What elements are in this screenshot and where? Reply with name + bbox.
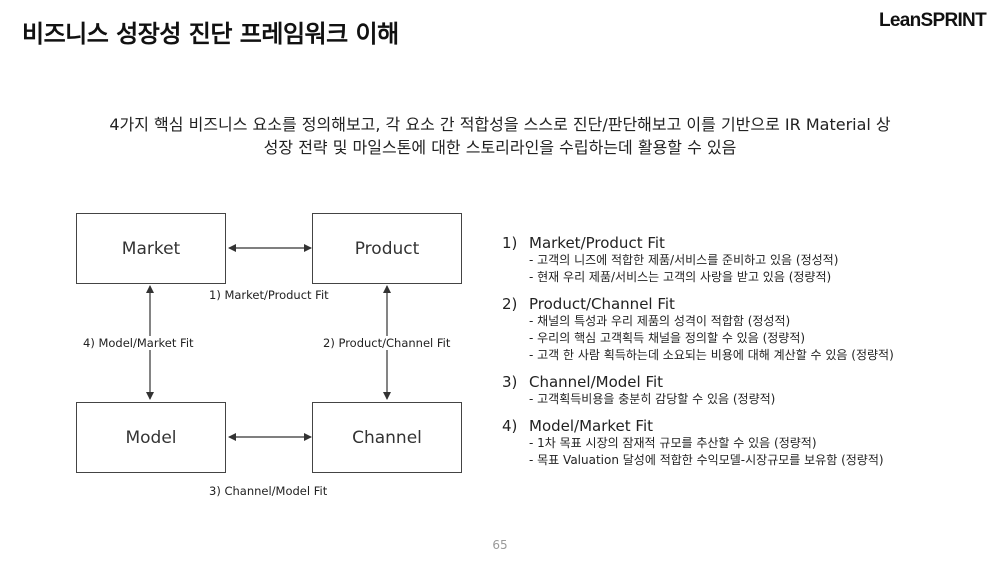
item-point: - 고객 한 사람 획득하는데 소요되는 비용에 대해 계산할 수 있음 (정량… — [529, 348, 894, 362]
list-item-2: 2) Product/Channel Fit - 채널의 특성과 우리 제품의 성… — [502, 295, 992, 364]
item-point: - 채널의 특성과 우리 제품의 성격이 적합함 (정성적) — [529, 314, 791, 328]
fit-list: 1) Market/Product Fit - 고객의 니즈에 적합한 제품/서비… — [502, 234, 992, 478]
item-title: Channel/Model Fit — [529, 373, 664, 391]
page-number: 65 — [492, 538, 508, 552]
item-point: - 1차 목표 시장의 잠재적 규모를 추산할 수 있음 (정량적) — [529, 436, 817, 450]
channel-box: Channel — [312, 402, 462, 473]
brand-logo: LeanSPRINT — [878, 10, 987, 31]
item-point: - 목표 Valuation 달성에 적합한 수익모델-시장규모를 보유함 (정… — [529, 453, 884, 467]
label-market-product: 1) Market/Product Fit — [209, 288, 329, 302]
model-box: Model — [76, 402, 226, 473]
item-number: 3) — [502, 373, 518, 391]
item-point: - 현재 우리 제품/서비스는 고객의 사랑을 받고 있음 (정량적) — [529, 270, 832, 284]
page-title: 비즈니스 성장성 진단 프레임워크 이해 — [22, 20, 399, 48]
list-item-4: 4) Model/Market Fit - 1차 목표 시장의 잠재적 규모를 추… — [502, 417, 992, 469]
item-point: - 고객의 니즈에 적합한 제품/서비스를 준비하고 있음 (정성적) — [529, 253, 839, 267]
item-number: 4) — [502, 417, 518, 435]
item-point: - 우리의 핵심 고객획득 채널을 정의할 수 있음 (정량적) — [529, 331, 806, 345]
label-model-market: 4) Model/Market Fit — [83, 336, 194, 350]
item-title: Product/Channel Fit — [529, 295, 675, 313]
item-number: 2) — [502, 295, 518, 313]
list-item-3: 3) Channel/Model Fit - 고객획득비용을 충분히 감당할 수 … — [502, 373, 992, 408]
item-number: 1) — [502, 234, 518, 252]
label-channel-model: 3) Channel/Model Fit — [209, 484, 328, 498]
list-item-1: 1) Market/Product Fit - 고객의 니즈에 적합한 제품/서비… — [502, 234, 992, 286]
product-box: Product — [312, 213, 462, 284]
intro-line-2: 성장 전략 및 마일스톤에 대한 스토리라인을 수립하는데 활용할 수 있음 — [263, 138, 737, 157]
intro-line-1: 4가지 핵심 비즈니스 요소를 정의해보고, 각 요소 간 적합성을 스스로 진… — [109, 115, 891, 134]
item-title: Model/Market Fit — [529, 417, 654, 435]
label-product-channel: 2) Product/Channel Fit — [323, 336, 451, 350]
market-box: Market — [76, 213, 226, 284]
item-title: Market/Product Fit — [529, 234, 665, 252]
item-point: - 고객획득비용을 충분히 감당할 수 있음 (정량적) — [529, 392, 776, 406]
